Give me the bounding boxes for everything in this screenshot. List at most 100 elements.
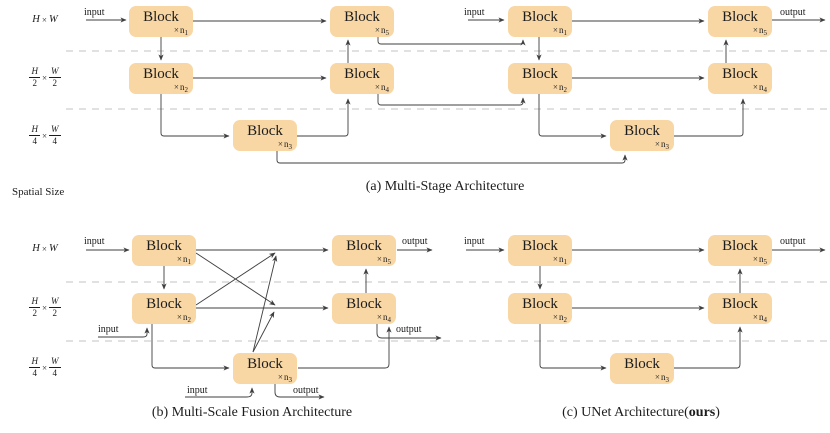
block-label: Block: [624, 356, 660, 372]
c-output-label: output: [780, 236, 806, 247]
block-label: Block: [522, 296, 558, 312]
block-a1-n3: Block×n3: [233, 120, 297, 151]
a1-n2-n3: [160, 94, 230, 139]
block-label: Block: [346, 238, 382, 254]
b-output2-label: output: [396, 324, 422, 335]
block-label: Block: [722, 66, 758, 82]
block-label: Block: [624, 123, 660, 139]
block-a1-n4: Block×n4: [330, 63, 394, 94]
block-a1-n5: Block×n5: [330, 6, 394, 37]
block-multiplier: ×n2: [173, 82, 188, 94]
block-multiplier: ×n4: [752, 82, 767, 94]
block-a2-n4: Block×n4: [708, 63, 772, 94]
block-a1-n1: Block×n1: [129, 6, 193, 37]
block-multiplier: ×n1: [173, 25, 188, 37]
block-a1-n2: Block×n2: [129, 63, 193, 94]
a2-input-label: input: [464, 7, 485, 18]
block-c-n5: Block×n5: [708, 235, 772, 266]
block-multiplier: ×n4: [374, 82, 389, 94]
block-b-n5: Block×n5: [332, 235, 396, 266]
block-a2-n5: Block×n5: [708, 6, 772, 37]
b-output1-label: output: [402, 236, 428, 247]
caption-c: (c) UNet Architecture(ours): [562, 405, 720, 420]
block-multiplier: ×n2: [176, 312, 191, 324]
block-label: Block: [143, 66, 179, 82]
b-input1-label: input: [84, 236, 105, 247]
block-label: Block: [522, 238, 558, 254]
dashed-separators: [66, 50, 830, 342]
block-label: Block: [143, 9, 179, 25]
block-multiplier: ×n3: [277, 372, 292, 384]
block-b-n3: Block×n3: [233, 353, 297, 384]
block-multiplier: ×n5: [752, 25, 767, 37]
b-output3-label: output: [293, 385, 319, 396]
block-b-n1: Block×n1: [132, 235, 196, 266]
caption-a: (a) Multi-Stage Architecture: [365, 179, 525, 194]
a2-n2-n3: [538, 94, 607, 139]
block-b-n2: Block×n2: [132, 293, 196, 324]
a-n4-to-s2n2: [377, 94, 526, 106]
block-label: Block: [722, 9, 758, 25]
block-label: Block: [146, 238, 182, 254]
block-multiplier: ×n5: [376, 254, 391, 266]
block-a2-n2: Block×n2: [508, 63, 572, 94]
b-input2-label: input: [98, 324, 119, 335]
block-a2-n3: Block×n3: [610, 120, 674, 151]
b-n3-fuse2: [252, 311, 275, 353]
block-multiplier: ×n1: [552, 254, 567, 266]
c-input-label: input: [464, 236, 485, 247]
block-multiplier: ×n3: [654, 372, 669, 384]
c-n3-n4: [673, 326, 743, 369]
a2-output-label: output: [780, 7, 806, 18]
b-input3-arrow: [185, 387, 255, 398]
block-c-n3: Block×n3: [610, 353, 674, 384]
block-b-n4: Block×n4: [332, 293, 396, 324]
block-label: Block: [344, 9, 380, 25]
block-multiplier: ×n4: [752, 312, 767, 324]
a-n5-to-s2n1: [377, 37, 526, 46]
b-n3-fuse1: [252, 255, 278, 353]
b-n2-fuse1: [195, 252, 276, 306]
b-n4-output: [376, 324, 442, 341]
b-n2-n3: [151, 324, 230, 371]
block-label: Block: [722, 296, 758, 312]
diagram-c-connectors: [466, 247, 826, 371]
block-multiplier: ×n5: [752, 254, 767, 266]
a2-n3-n4: [673, 98, 746, 137]
c-n2-n3: [539, 324, 607, 371]
block-multiplier: ×n1: [176, 254, 191, 266]
diagram-b-connectors: [86, 247, 442, 400]
block-c-n4: Block×n4: [708, 293, 772, 324]
block-label: Block: [247, 356, 283, 372]
a-n3-to-s2n3: [276, 151, 628, 164]
row-label-hw-top: H×W: [32, 14, 58, 25]
block-label: Block: [247, 123, 283, 139]
block-multiplier: ×n5: [374, 25, 389, 37]
row-label-hw-bottom: H×W: [32, 243, 58, 254]
block-multiplier: ×n1: [552, 25, 567, 37]
spatial-size-axis-label: Spatial Size: [12, 186, 65, 198]
caption-b: (b) Multi-Scale Fusion Architecture: [151, 405, 353, 420]
block-multiplier: ×n4: [376, 312, 391, 324]
b-n3-output: [274, 384, 325, 400]
b-input2-arrow: [98, 327, 150, 338]
block-c-n2: Block×n2: [508, 293, 572, 324]
block-multiplier: ×n3: [277, 139, 292, 151]
block-label: Block: [522, 9, 558, 25]
diagram-a-connectors: [86, 17, 826, 164]
block-multiplier: ×n2: [552, 312, 567, 324]
a1-input-label: input: [84, 7, 105, 18]
block-multiplier: ×n3: [654, 139, 669, 151]
block-a2-n1: Block×n1: [508, 6, 572, 37]
block-label: Block: [346, 296, 382, 312]
block-label: Block: [344, 66, 380, 82]
block-label: Block: [722, 238, 758, 254]
b-input3-label: input: [187, 385, 208, 396]
b-n3-n4: [298, 326, 392, 369]
